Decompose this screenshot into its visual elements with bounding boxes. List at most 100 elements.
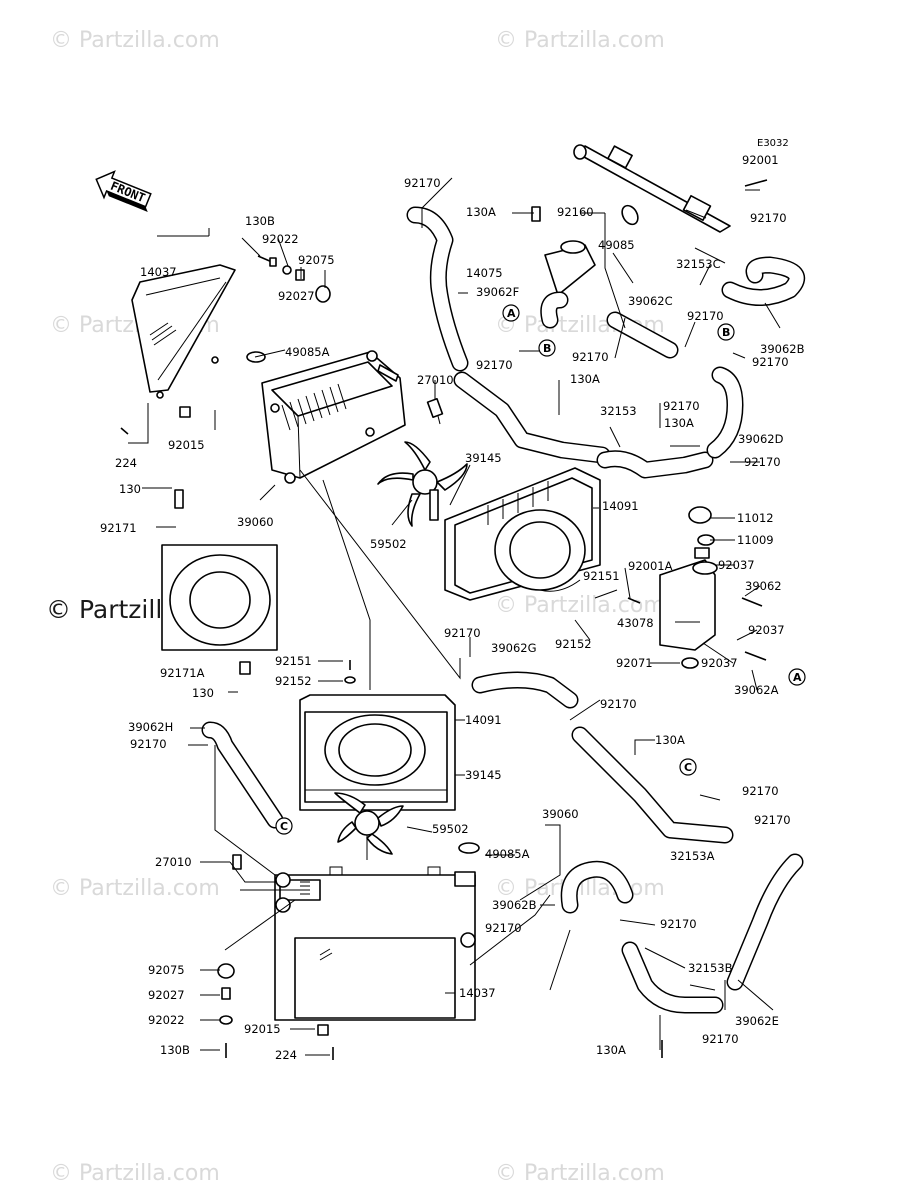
- part-label: 11012: [737, 511, 774, 525]
- bottom-fasteners: [217, 660, 480, 1060]
- part-label: 49085: [598, 238, 635, 252]
- ref-a-2: A: [793, 671, 802, 684]
- part-label: 39062H: [128, 720, 173, 734]
- diagram-code: E3032: [757, 138, 789, 149]
- part-label: 92015: [168, 438, 205, 452]
- radiator-screen-top: [131, 264, 236, 399]
- part-label: 92001: [742, 153, 779, 167]
- part-label: 92170: [476, 358, 513, 372]
- part-label: 92075: [148, 963, 185, 977]
- part-label: 92170: [687, 309, 724, 323]
- part-label: 43078: [617, 616, 654, 630]
- part-label: 92170: [404, 176, 441, 190]
- watermarks: © Partzilla.com © Partzilla.com © Partzi…: [46, 28, 665, 1186]
- part-label: 92170: [742, 784, 779, 798]
- top-fasteners: [120, 255, 331, 435]
- watermark-top-right: © Partzilla.com: [495, 28, 665, 53]
- part-label: 92037: [748, 623, 785, 637]
- part-label: 14075: [466, 266, 503, 280]
- part-label: 59502: [370, 537, 407, 551]
- radiator-bottom: [274, 866, 476, 1021]
- part-label: 39060: [237, 515, 274, 529]
- part-label: 14037: [459, 986, 496, 1000]
- part-label: 92022: [262, 232, 299, 246]
- part-label: 92151: [275, 654, 312, 668]
- part-label: 32153A: [670, 849, 715, 863]
- reference-markers: A B B A C C: [275, 304, 806, 835]
- part-label: 39060: [542, 807, 579, 821]
- part-label: 92170: [744, 455, 781, 469]
- part-label: 92027: [278, 289, 315, 303]
- part-label: 59502: [432, 822, 469, 836]
- part-label: 92170: [754, 813, 791, 827]
- part-label: 130B: [160, 1043, 190, 1057]
- part-label: 14091: [602, 499, 639, 513]
- ref-b-1: B: [543, 342, 551, 355]
- part-label: 92170: [444, 626, 481, 640]
- part-label: 130B: [245, 214, 275, 228]
- part-label: 32153: [600, 404, 637, 418]
- part-label: 39145: [465, 768, 502, 782]
- part-label: 49085A: [485, 847, 530, 861]
- part-label: 224: [115, 456, 137, 470]
- part-label: 92170: [702, 1032, 739, 1046]
- reservoir-tank: [627, 506, 767, 669]
- ref-c-1: C: [684, 761, 692, 774]
- part-label: 130A: [596, 1043, 626, 1057]
- part-label: 92160: [557, 205, 594, 219]
- part-label: 92152: [555, 637, 592, 651]
- part-label: 14037: [140, 265, 177, 279]
- part-label: 130A: [655, 733, 685, 747]
- part-label: 92151: [583, 569, 620, 583]
- part-label: 39062B: [760, 342, 805, 356]
- part-label: 92170: [660, 917, 697, 931]
- part-label: 39062C: [628, 294, 673, 308]
- part-label: 130A: [570, 372, 600, 386]
- part-label: 130A: [466, 205, 496, 219]
- ref-a-1: A: [507, 307, 516, 320]
- part-label: 39062G: [491, 641, 537, 655]
- part-label: 39062B: [492, 898, 537, 912]
- part-label: 92071: [616, 656, 653, 670]
- part-label: 92022: [148, 1013, 185, 1027]
- watermark-mid-right-2: © Partzilla.com: [495, 593, 665, 618]
- part-label: 130: [192, 686, 214, 700]
- shroud-top: [444, 467, 601, 601]
- ref-c-2: C: [280, 820, 288, 833]
- pipes-bottom: [201, 671, 804, 1014]
- part-label: 92015: [244, 1022, 281, 1036]
- radiator-top: [261, 350, 406, 484]
- frame-bar-top: [573, 144, 768, 233]
- leader-lines: [128, 177, 781, 1056]
- part-label: 92152: [275, 674, 312, 688]
- part-label: 49085A: [285, 345, 330, 359]
- part-label: 92170: [130, 737, 167, 751]
- part-label: 32153C: [676, 257, 721, 271]
- part-label: 130A: [664, 416, 694, 430]
- part-label: 92170: [663, 399, 700, 413]
- watermark-bottom-left: © Partzilla.com: [50, 1161, 220, 1186]
- part-label: 92001A: [628, 559, 673, 573]
- part-label: 39062: [745, 579, 782, 593]
- part-label: 92170: [485, 921, 522, 935]
- part-label: 27010: [417, 373, 454, 387]
- part-labels: 130B 92022 92075 92027 14037 49085A 9201…: [100, 153, 805, 1062]
- part-label: 92170: [600, 697, 637, 711]
- part-label: 92075: [298, 253, 335, 267]
- temp-sensor-top: [426, 397, 444, 425]
- fan-top: [377, 441, 468, 527]
- watermark-bottom-right: © Partzilla.com: [495, 1161, 665, 1186]
- part-label: 92171A: [160, 666, 205, 680]
- part-label: 11009: [737, 533, 774, 547]
- part-label: 32153B: [688, 961, 733, 975]
- shroud-left: [161, 489, 278, 675]
- thermostat-housing: [531, 206, 596, 329]
- part-label: 14091: [465, 713, 502, 727]
- part-label: 92037: [701, 656, 738, 670]
- part-label: 39062F: [476, 285, 519, 299]
- part-label: 92171: [100, 521, 137, 535]
- part-label: 130: [119, 482, 141, 496]
- part-label: 39062D: [738, 432, 784, 446]
- part-label: 27010: [155, 855, 192, 869]
